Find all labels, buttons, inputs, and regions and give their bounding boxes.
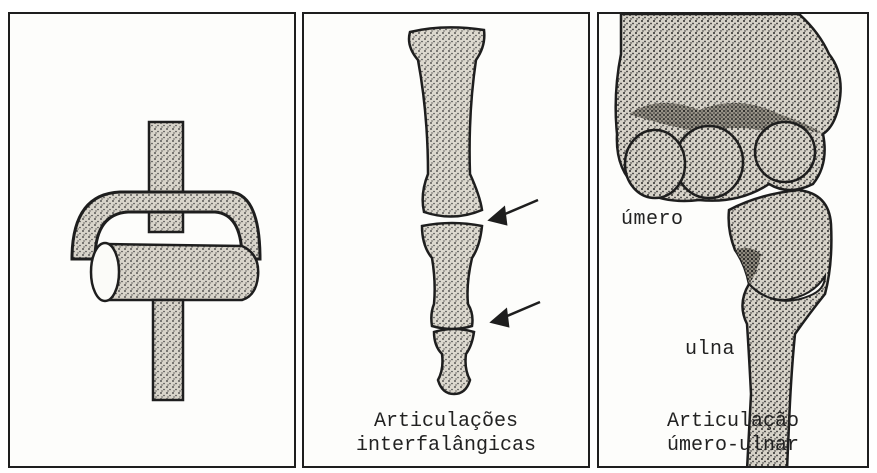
caption-line-1: Articulações [304, 410, 588, 434]
humerus-label: úmero [621, 208, 684, 231]
humero-ulnar-caption: Articulação úmero-ulnar [599, 410, 867, 458]
caption-line-1: Articulação [599, 410, 867, 434]
elbow-joint-illustration [599, 14, 869, 468]
hinge-pin-end [91, 243, 119, 301]
hinge-model-panel [8, 12, 296, 468]
interphalangeal-caption: Articulações interfalângicas [304, 410, 588, 458]
middle-phalanx [422, 223, 482, 329]
hinge-illustration [10, 14, 296, 468]
caption-line-2: interfalângicas [304, 434, 588, 458]
caption-line-2: úmero-ulnar [599, 434, 867, 458]
distal-phalanx [434, 329, 474, 394]
humero-ulnar-panel: úmero ulna Articulação úmero-ulnar [597, 12, 869, 468]
arrow-upper-joint [490, 200, 538, 224]
hinge-pin [105, 244, 258, 300]
upper-rod [149, 122, 183, 232]
lower-rod [153, 300, 183, 400]
medial-condyle [625, 130, 685, 198]
ulna-label: ulna [685, 338, 735, 361]
proximal-phalanx [409, 27, 484, 216]
arrow-lower-joint [492, 302, 540, 326]
finger-bones-illustration [304, 14, 590, 468]
interphalangeal-panel: Articulações interfalângicas [302, 12, 590, 468]
capitulum [755, 122, 815, 182]
